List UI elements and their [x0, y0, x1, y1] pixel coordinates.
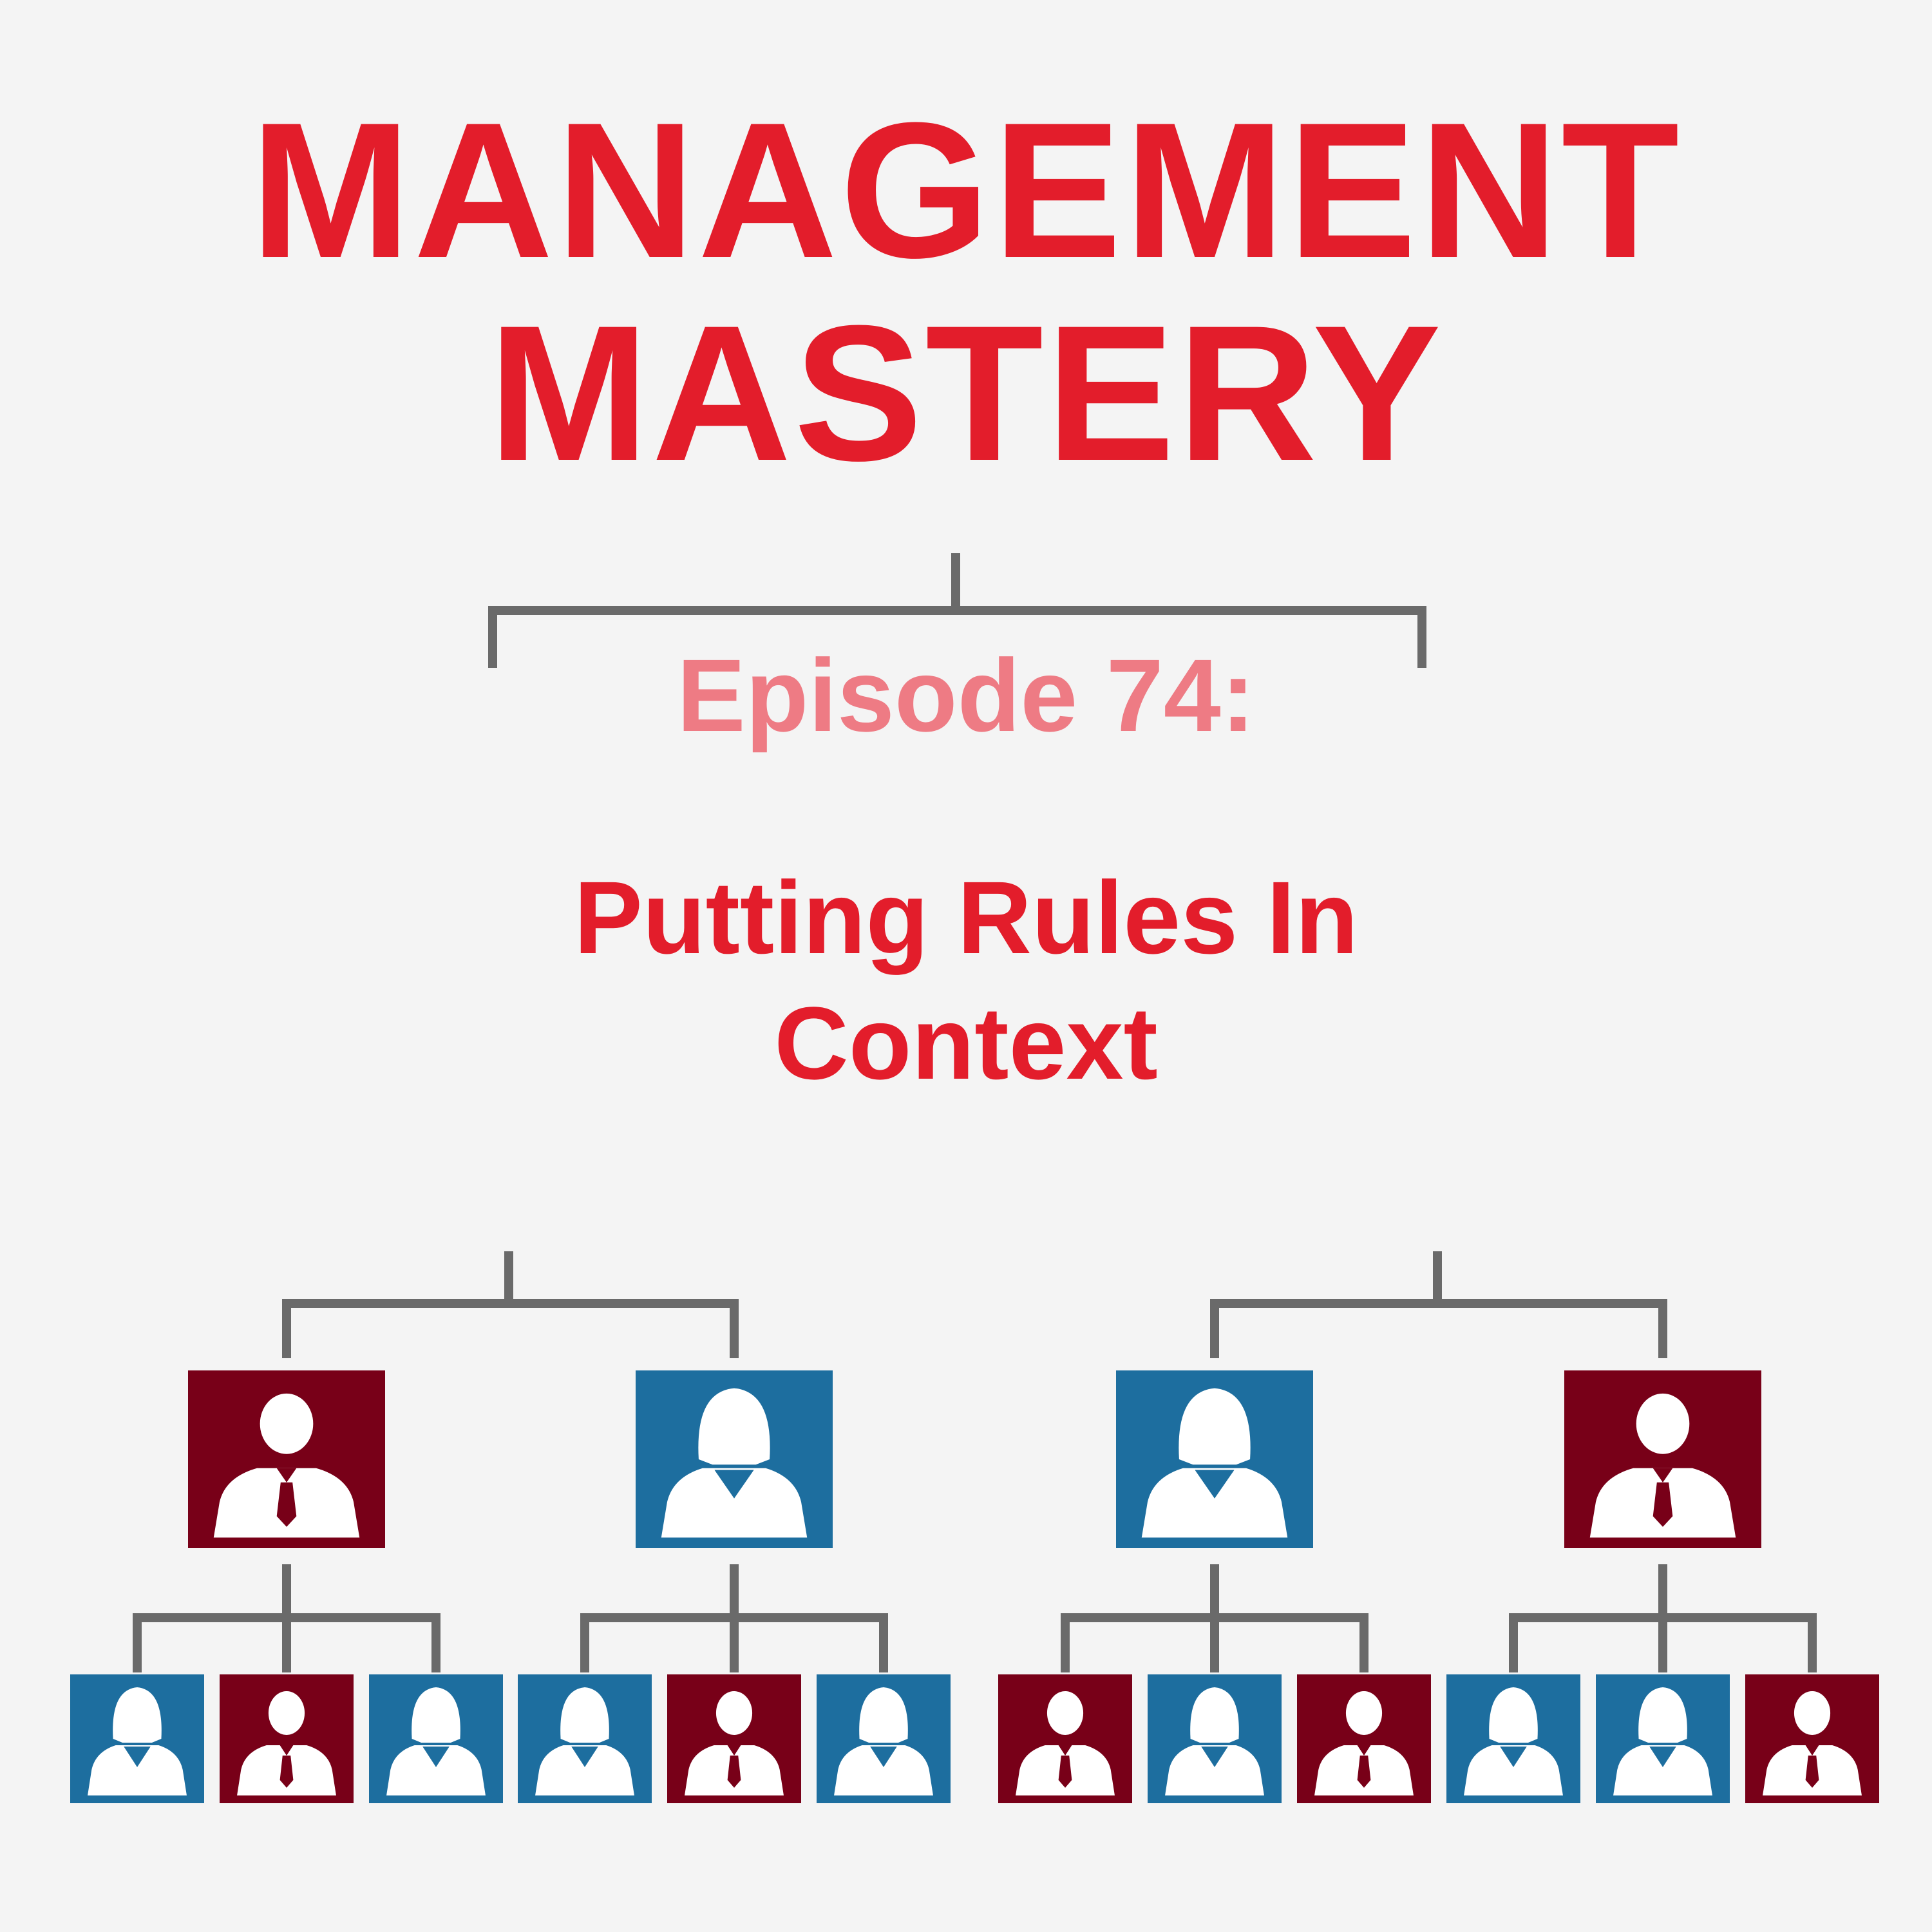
female-person-icon [88, 1687, 187, 1795]
female-person-icon [1464, 1687, 1563, 1795]
branch-bracket-2 [1210, 1299, 1667, 1358]
manager-tile-1 [188, 1370, 385, 1548]
title-bracket [488, 606, 1426, 668]
team-member-tile-2-2 [667, 1674, 801, 1803]
manager-tile-3 [1116, 1370, 1313, 1548]
female-person-icon [386, 1687, 486, 1795]
male-person-icon [237, 1691, 336, 1795]
episode-number: Episode 74: [676, 638, 1256, 753]
team-member-tile-2-1 [518, 1674, 652, 1803]
team-member-tile-1-2 [220, 1674, 354, 1803]
female-person-icon [834, 1687, 933, 1795]
male-person-icon [213, 1393, 360, 1538]
team-member-tile-3-2 [1148, 1674, 1282, 1803]
team-member-tile-4-2 [1596, 1674, 1730, 1803]
manager-tile-4 [1564, 1370, 1761, 1548]
episode-title-line-2: Context [774, 985, 1158, 1101]
female-person-icon [661, 1388, 808, 1538]
team-member-tile-4-3 [1745, 1674, 1879, 1803]
team-member-tile-3-3 [1297, 1674, 1431, 1803]
female-person-icon [535, 1687, 634, 1795]
male-person-icon [1016, 1691, 1115, 1795]
manager-tile-2 [636, 1370, 833, 1548]
episode-title-line-1: Putting Rules In [574, 860, 1358, 975]
title-line-management: MANAGEMENT [250, 82, 1682, 298]
female-person-icon [1165, 1687, 1264, 1795]
male-person-icon [1589, 1393, 1736, 1538]
title-line-mastery: MASTERY [488, 285, 1444, 501]
branch-bracket-1 [282, 1299, 739, 1358]
team-member-tile-4-1 [1446, 1674, 1580, 1803]
male-person-icon [1314, 1691, 1414, 1795]
female-person-icon [1141, 1388, 1288, 1538]
team-member-tile-3-1 [998, 1674, 1132, 1803]
male-person-icon [1763, 1691, 1862, 1795]
male-person-icon [685, 1691, 784, 1795]
female-person-icon [1613, 1687, 1712, 1795]
team-member-tile-2-3 [817, 1674, 951, 1803]
team-member-tile-1-1 [70, 1674, 204, 1803]
team-member-tile-1-3 [369, 1674, 503, 1803]
